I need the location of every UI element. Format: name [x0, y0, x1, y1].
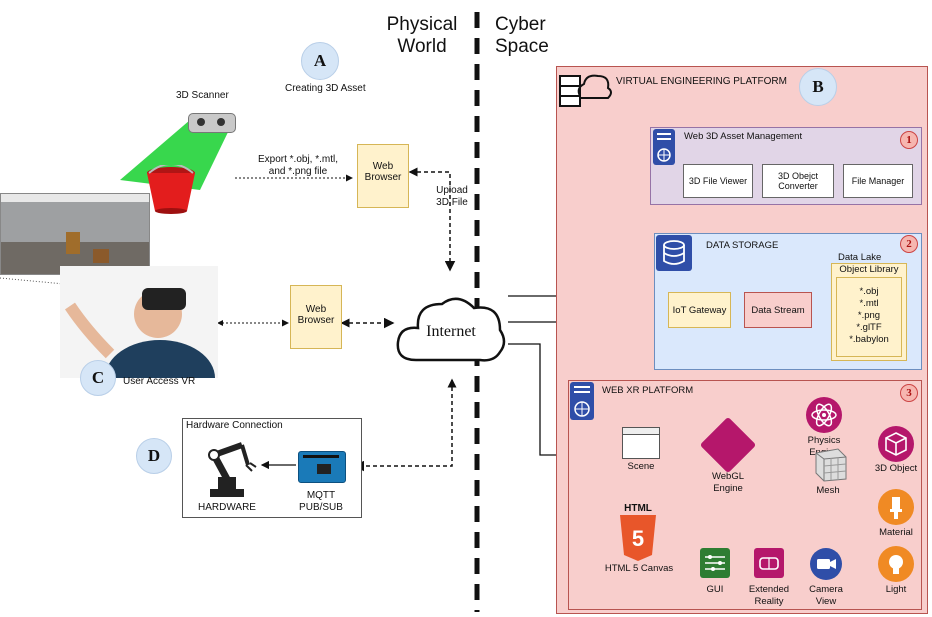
database-icon: [656, 235, 692, 271]
3d-object-icon[interactable]: [878, 426, 914, 462]
webxr-server-icon: [570, 382, 594, 420]
marker-d: D: [136, 438, 172, 474]
creating-3d-asset-label: Creating 3D Asset: [285, 83, 366, 94]
scene-label: Scene: [627, 461, 655, 472]
format-item: *.glTF: [856, 322, 882, 333]
format-item: *.png: [857, 310, 881, 321]
marker-c: C: [80, 360, 116, 396]
gui-sliders-icon[interactable]: [700, 548, 730, 578]
camera-view-icon[interactable]: [810, 548, 842, 580]
data-stream-box[interactable]: Data Stream: [744, 292, 812, 328]
material-brush-icon[interactable]: [878, 489, 914, 525]
gui-label: GUI: [706, 584, 724, 595]
material-label: Material: [879, 527, 913, 538]
light-bulb-icon[interactable]: [878, 546, 914, 582]
scanner-label: 3D Scanner: [176, 90, 229, 101]
data-storage-title: DATA STORAGE: [706, 240, 779, 251]
webxr-title: WEB XR PLATFORM: [602, 385, 694, 396]
arduino-board-icon: [298, 451, 346, 483]
mesh-label: Mesh: [816, 485, 840, 496]
iot-gateway-box[interactable]: IoT Gateway: [668, 292, 731, 328]
object-library-title: Object Library: [839, 264, 899, 275]
scanner-device-icon: [188, 113, 236, 133]
web-server-icon: [653, 129, 675, 165]
data-lake-label: Data Lake: [838, 252, 882, 263]
file-manager-button[interactable]: File Manager: [843, 164, 913, 198]
vr-user-photo: [60, 266, 218, 378]
object-library-box: [831, 263, 907, 361]
platform-title: VIRTUAL ENGINEERING PLATFORM: [616, 76, 787, 87]
scene-window-icon[interactable]: [622, 427, 660, 459]
asset-management-title: Web 3D Asset Management: [684, 131, 803, 142]
marker-2: 2: [900, 235, 918, 253]
3d-file-viewer-button[interactable]: 3D File Viewer: [683, 164, 753, 198]
hardware-label: HARDWARE: [198, 502, 256, 513]
marker-a: A: [301, 42, 339, 80]
svg-text:5: 5: [632, 526, 644, 551]
format-item: *.babylon: [849, 334, 889, 345]
light-label: Light: [885, 584, 907, 595]
hardware-connection-title: Hardware Connection: [186, 420, 283, 431]
red-bucket-icon: [145, 165, 197, 215]
format-item: *.obj: [859, 286, 879, 297]
export-label: Export *.obj, *.mtl,and *.png file: [257, 154, 339, 177]
server-cloud-icon: [558, 68, 614, 110]
extended-reality-headset-icon[interactable]: [754, 548, 784, 578]
internet-label: Internet: [426, 323, 476, 340]
marker-b: B: [799, 68, 837, 106]
user-access-vr-label: User Access VR: [123, 376, 196, 387]
3d-object-label: 3D Object: [874, 463, 918, 474]
webxr-platform-panel: [568, 380, 922, 610]
physics-atom-icon[interactable]: [806, 397, 842, 433]
html5-canvas-label: HTML 5 Canvas: [604, 563, 674, 574]
marker-1: 1: [900, 131, 918, 149]
marker-3: 3: [900, 384, 918, 402]
robot-arm-icon: [200, 437, 264, 499]
html5-icon: HTML 5: [618, 503, 658, 561]
format-list: *.obj *.mtl *.png *.glTF *.babylon: [836, 286, 902, 346]
mesh-cube-icon[interactable]: [808, 445, 848, 483]
format-item: *.mtl: [859, 298, 879, 309]
internet-cloud-icon: [394, 290, 508, 372]
